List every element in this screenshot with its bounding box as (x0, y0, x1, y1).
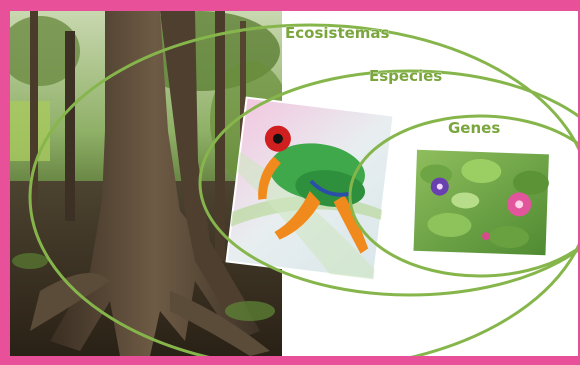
species-photo (227, 98, 394, 280)
diagram-canvas: Ecosistemas Especies Genes (10, 11, 578, 356)
biodiversity-diagram: Ecosistemas Especies Genes (10, 11, 578, 356)
label-especies: Especies (369, 67, 442, 85)
genes-photo (412, 149, 550, 257)
label-ecosistemas: Ecosistemas (285, 24, 390, 42)
label-genes: Genes (448, 119, 500, 137)
